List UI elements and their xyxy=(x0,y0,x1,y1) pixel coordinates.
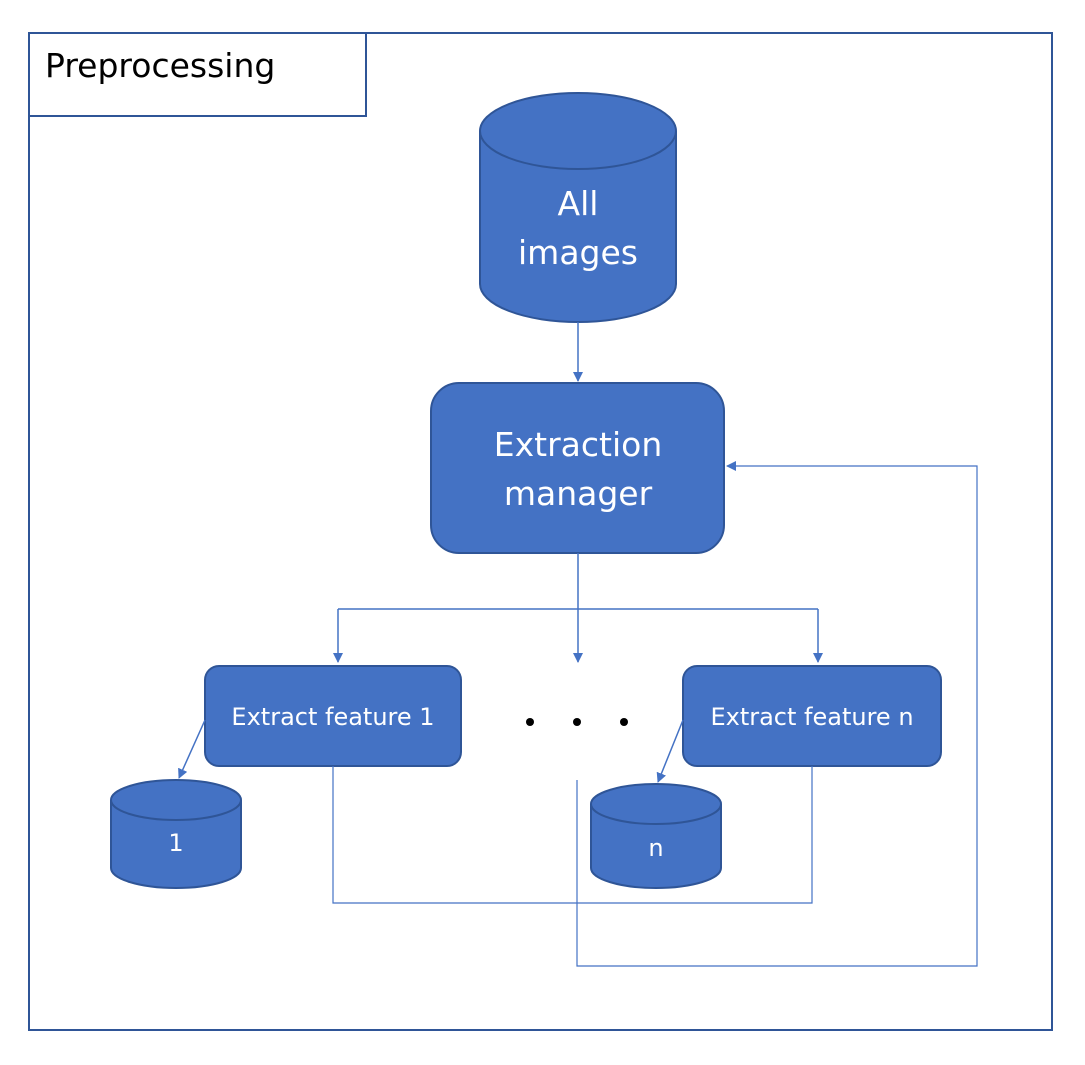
ellipsis-dots xyxy=(526,718,628,726)
store-n-database: n xyxy=(590,783,722,889)
section-title: Preprocessing xyxy=(45,46,275,85)
store-1-database: 1 xyxy=(110,779,242,889)
extract-feature-n-label: Extract feature n xyxy=(710,703,913,731)
extract-feature-n-node: Extract feature n xyxy=(682,665,942,767)
all-images-label-line1: All xyxy=(558,184,599,223)
connector-feature1-to-store1 xyxy=(178,719,206,779)
fanout-connectors xyxy=(333,553,823,663)
store-n-label: n xyxy=(648,834,663,862)
extract-feature-1-node: Extract feature 1 xyxy=(204,665,462,767)
all-images-database: All images xyxy=(479,92,677,323)
all-images-label-line2: images xyxy=(518,233,638,272)
extract-feature-1-label: Extract feature 1 xyxy=(231,703,434,731)
store-1-label: 1 xyxy=(168,829,183,857)
connector-featuren-to-storen xyxy=(656,719,684,783)
title-box xyxy=(28,32,367,117)
extraction-manager-node: Extraction manager xyxy=(430,382,725,554)
feedback-connectors xyxy=(332,461,978,967)
extraction-manager-label-line1: Extraction xyxy=(494,425,662,464)
extraction-manager-label-line2: manager xyxy=(504,474,653,513)
